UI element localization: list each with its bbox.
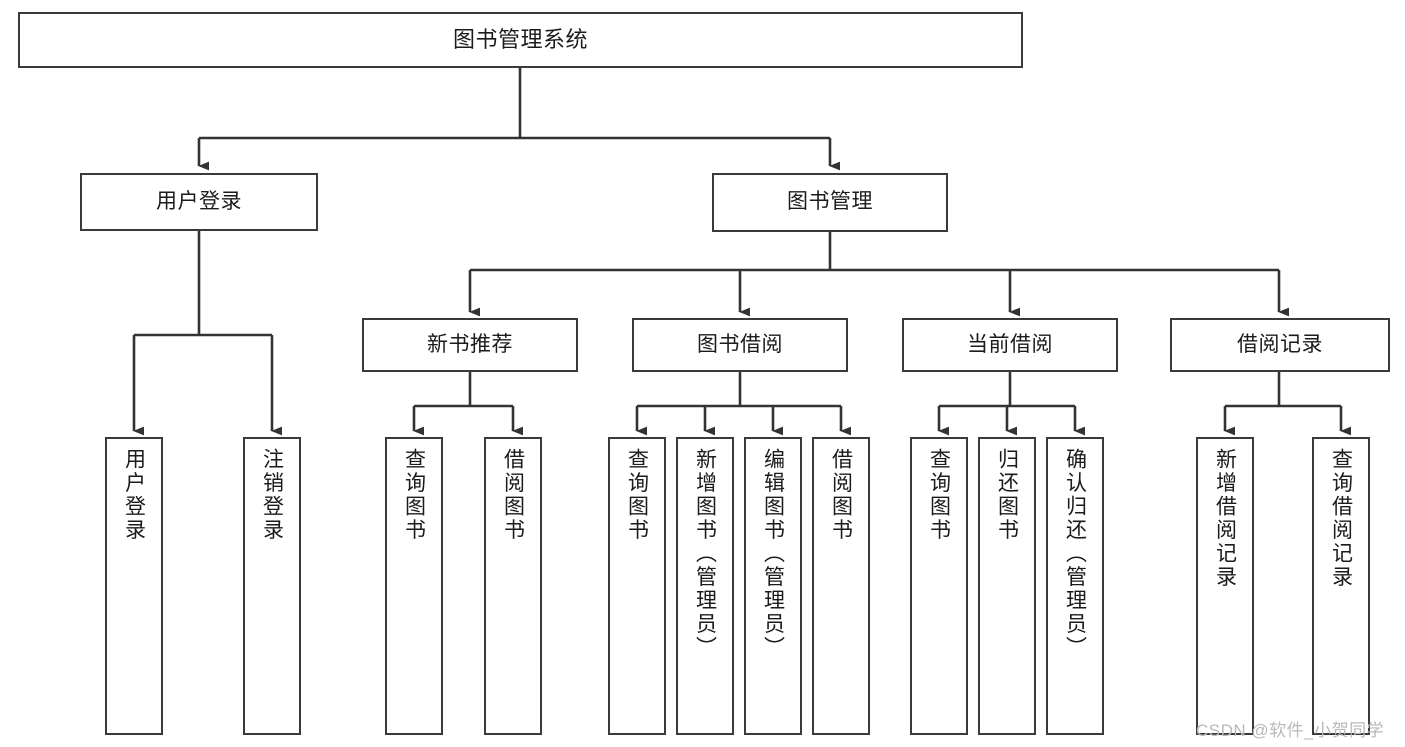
node-leaf-borrow-book-2[interactable]: 借阅图书 (812, 437, 870, 735)
node-leaf-query-book-1-label: 查询图书 (402, 448, 426, 542)
node-leaf-query-record-label: 查询借阅记录 (1329, 448, 1353, 589)
node-leaf-borrow-book-1[interactable]: 借阅图书 (484, 437, 542, 735)
node-leaf-add-book-label: 新增图书（管理员） (693, 448, 717, 660)
node-borrow-record-label: 借阅记录 (1237, 332, 1323, 356)
node-leaf-borrow-book-2-label: 借阅图书 (829, 448, 853, 542)
node-book-borrow-label: 图书借阅 (697, 332, 783, 356)
csdn-watermark: CSDN @软件_小贺同学 (1196, 721, 1385, 740)
node-borrow-record[interactable]: 借阅记录 (1170, 318, 1390, 372)
node-root-system[interactable]: 图书管理系统 (18, 12, 1023, 68)
node-leaf-query-book-2[interactable]: 查询图书 (608, 437, 666, 735)
node-current-borrow[interactable]: 当前借阅 (902, 318, 1118, 372)
node-leaf-logout-login-label: 注销登录 (260, 448, 284, 542)
node-leaf-borrow-book-1-label: 借阅图书 (501, 448, 525, 542)
node-book-manage-label: 图书管理 (787, 190, 873, 214)
node-new-book-recommend-label: 新书推荐 (427, 332, 513, 356)
node-leaf-return-book[interactable]: 归还图书 (978, 437, 1036, 735)
node-leaf-query-book-1[interactable]: 查询图书 (385, 437, 443, 735)
node-leaf-edit-book[interactable]: 编辑图书（管理员） (744, 437, 802, 735)
node-leaf-return-book-label: 归还图书 (995, 448, 1019, 542)
node-current-borrow-label: 当前借阅 (967, 332, 1053, 356)
node-leaf-query-book-3[interactable]: 查询图书 (910, 437, 968, 735)
node-leaf-query-record[interactable]: 查询借阅记录 (1312, 437, 1370, 735)
node-leaf-query-book-2-label: 查询图书 (625, 448, 649, 542)
node-book-manage[interactable]: 图书管理 (712, 173, 948, 232)
node-new-book-recommend[interactable]: 新书推荐 (362, 318, 578, 372)
node-leaf-user-login[interactable]: 用户登录 (105, 437, 163, 735)
node-user-login[interactable]: 用户登录 (80, 173, 318, 231)
node-leaf-query-book-3-label: 查询图书 (927, 448, 951, 542)
node-leaf-user-login-label: 用户登录 (122, 448, 146, 542)
node-leaf-logout-login[interactable]: 注销登录 (243, 437, 301, 735)
node-leaf-confirm-return[interactable]: 确认归还（管理员） (1046, 437, 1104, 735)
node-root-system-label: 图书管理系统 (452, 27, 588, 53)
node-user-login-label: 用户登录 (156, 189, 242, 213)
node-leaf-add-record-label: 新增借阅记录 (1213, 448, 1237, 589)
node-leaf-add-record[interactable]: 新增借阅记录 (1196, 437, 1254, 735)
node-book-borrow[interactable]: 图书借阅 (632, 318, 848, 372)
node-leaf-edit-book-label: 编辑图书（管理员） (761, 448, 785, 660)
node-leaf-confirm-return-label: 确认归还（管理员） (1063, 448, 1087, 660)
node-leaf-add-book[interactable]: 新增图书（管理员） (676, 437, 734, 735)
